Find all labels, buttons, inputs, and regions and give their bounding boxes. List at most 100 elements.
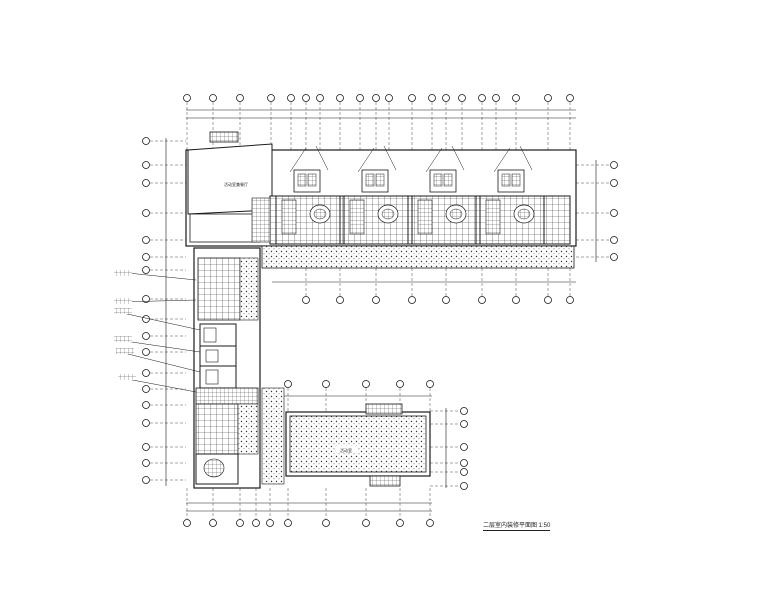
- axis-bubble: [428, 94, 436, 102]
- toilet-fixture: [307, 173, 317, 187]
- axis-bubble: [236, 94, 244, 102]
- axis-bubble: [610, 236, 618, 244]
- axis-bubble: [142, 209, 150, 217]
- axis-bubble: [287, 94, 295, 102]
- axis-bubble: [396, 519, 404, 527]
- axis-bubble: [408, 296, 416, 304]
- axis-bubble: [142, 179, 150, 187]
- axis-bubble: [322, 380, 330, 388]
- leader-line: [119, 351, 201, 373]
- axis-bubble: [284, 519, 292, 527]
- axis-bubble: [362, 380, 370, 388]
- axis-bubble: [610, 253, 618, 261]
- axis-bubble: [209, 94, 217, 102]
- toilet-fixture: [433, 173, 443, 187]
- axis-bubble: [142, 401, 150, 409]
- axis-bubble: [142, 419, 150, 427]
- classroom-furniture: [449, 208, 463, 220]
- axis-bubble: [610, 179, 618, 187]
- axis-bubble: [142, 476, 150, 484]
- toilet-fixture: [511, 173, 521, 187]
- west-wing: [193, 247, 285, 489]
- classroom-furniture: [381, 208, 395, 220]
- axis-bubble: [442, 94, 450, 102]
- axis-bubble: [252, 519, 260, 527]
- axis-bubble: [460, 443, 468, 451]
- axis-bubble: [336, 296, 344, 304]
- leader-line: [315, 145, 329, 171]
- axis-bubble: [142, 332, 150, 340]
- north-wing: [185, 131, 577, 269]
- axis-bubble: [372, 94, 380, 102]
- toilet-fixture: [443, 173, 453, 187]
- toilet-fixture: [375, 173, 385, 187]
- axis-bubble: [426, 519, 434, 527]
- south-hall-label: 活动室: [340, 447, 352, 453]
- axis-bubble: [209, 519, 217, 527]
- north-hall-label: 活动室兼餐厅: [224, 181, 248, 187]
- axis-bubble: [142, 459, 150, 467]
- axis-bubble: [142, 369, 150, 377]
- axis-bubble: [362, 519, 370, 527]
- grid-bubbles: [142, 94, 618, 527]
- toilet-fixture: [297, 173, 307, 187]
- axis-bubble: [460, 407, 468, 415]
- annotation-note: [114, 270, 132, 276]
- axis-bubble: [566, 94, 574, 102]
- axis-bubble: [610, 209, 618, 217]
- axis-bubble: [142, 161, 150, 169]
- leader-line: [451, 145, 465, 171]
- classroom-furniture: [485, 199, 501, 235]
- axis-bubble: [142, 315, 150, 323]
- axis-bubble: [458, 94, 466, 102]
- classroom-furniture: [281, 199, 297, 235]
- axis-bubble: [396, 380, 404, 388]
- leader-line: [121, 377, 197, 393]
- leader-line: [383, 145, 397, 171]
- axis-bubble: [512, 296, 520, 304]
- classroom-furniture: [517, 208, 531, 220]
- axis-bubble: [610, 161, 618, 169]
- axis-bubble: [460, 459, 468, 467]
- axis-bubble: [142, 236, 150, 244]
- axis-bubble: [266, 519, 274, 527]
- annotation-note: [116, 348, 134, 354]
- axis-bubble: [460, 420, 468, 428]
- axis-bubble: [322, 519, 330, 527]
- leader-line: [289, 147, 307, 173]
- south-hall: [285, 403, 431, 487]
- classroom-furniture: [349, 199, 365, 235]
- annotation-notes: [114, 270, 136, 380]
- axis-bubble: [385, 94, 393, 102]
- leader-line: [425, 147, 443, 173]
- annotation-note: [114, 336, 132, 342]
- classroom-furniture: [313, 208, 327, 220]
- axis-bubble: [478, 296, 486, 304]
- axis-bubble: [460, 482, 468, 490]
- axis-bubble: [372, 296, 380, 304]
- axis-bubble: [512, 94, 520, 102]
- axis-bubble: [316, 94, 324, 102]
- axis-bubble: [142, 385, 150, 393]
- drawing-title-text: 二层室内装修平面图 1:50: [483, 523, 551, 529]
- toilet-fixture: [501, 173, 511, 187]
- axis-bubble: [442, 296, 450, 304]
- axis-bubble: [478, 94, 486, 102]
- axis-bubble: [183, 94, 191, 102]
- leader-line: [117, 311, 201, 331]
- axis-bubble: [460, 468, 468, 476]
- axis-bubble: [566, 296, 574, 304]
- title-underline: [483, 530, 551, 531]
- axis-bubble: [142, 253, 150, 261]
- axis-bubble: [492, 94, 500, 102]
- axis-bubble: [142, 443, 150, 451]
- axis-bubble: [302, 296, 310, 304]
- leader-line: [519, 145, 533, 171]
- axis-bubble: [302, 94, 310, 102]
- axis-bubble: [408, 94, 416, 102]
- axis-bubble: [284, 380, 292, 388]
- leader-line: [493, 147, 511, 173]
- axis-bubble: [142, 137, 150, 145]
- axis-bubble: [267, 94, 275, 102]
